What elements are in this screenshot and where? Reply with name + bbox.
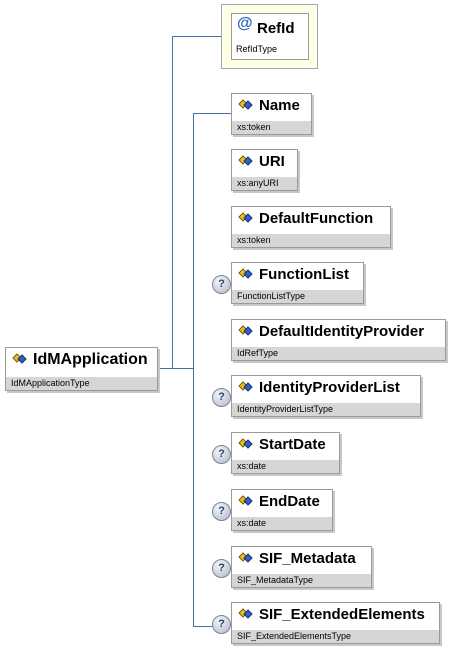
attribute-at-icon: @ [237, 15, 253, 32]
element-type: xs:token [232, 121, 311, 134]
element-name: EndDate [259, 493, 320, 510]
optional-question-icon: ? [212, 502, 231, 521]
element-name: StartDate [259, 436, 326, 453]
connector-attribute [156, 36, 221, 369]
optional-question-icon: ? [212, 445, 231, 464]
element-name: IdentityProviderList [259, 379, 400, 396]
element-enddate[interactable]: EndDate xs:date [231, 489, 333, 531]
attribute-name: RefId [257, 20, 295, 37]
element-type: IdentityProviderListType [232, 403, 420, 416]
element-diamond-icon [238, 325, 253, 336]
element-diamond-icon [238, 155, 253, 166]
element-diamond-icon [238, 268, 253, 279]
root-element[interactable]: IdMApplication IdMApplicationType [5, 347, 158, 391]
element-type: xs:date [232, 517, 332, 530]
element-type: xs:anyURI [232, 177, 297, 190]
attribute-refid[interactable]: @ RefId RefIdType [231, 13, 309, 60]
element-type: xs:token [232, 234, 390, 247]
element-type: xs:date [232, 460, 339, 473]
element-type: SIF_ExtendedElementsType [232, 630, 439, 643]
optional-question-icon: ? [212, 388, 231, 407]
element-diamond-icon [12, 353, 27, 364]
element-diamond-icon [238, 438, 253, 449]
element-type: FunctionListType [232, 290, 363, 303]
element-name: SIF_Metadata [259, 550, 356, 567]
element-name: URI [259, 153, 285, 170]
optional-question-icon: ? [212, 275, 231, 294]
element-type: IdRefType [232, 347, 445, 360]
root-type: IdMApplicationType [6, 377, 157, 390]
element-diamond-icon [238, 381, 253, 392]
connector-sequence-end [193, 368, 212, 627]
optional-question-icon: ? [212, 559, 231, 578]
element-uri[interactable]: URI xs:anyURI [231, 149, 298, 191]
connector-sequence [156, 113, 231, 369]
element-name: SIF_ExtendedElements [259, 606, 425, 623]
element-diamond-icon [238, 495, 253, 506]
element-diamond-icon [238, 552, 253, 563]
element-defaultfunction[interactable]: DefaultFunction xs:token [231, 206, 391, 248]
element-startdate[interactable]: StartDate xs:date [231, 432, 340, 474]
root-name: IdMApplication [33, 351, 148, 368]
attribute-type: RefIdType [236, 44, 278, 54]
optional-question-icon: ? [212, 615, 231, 634]
element-type: SIF_MetadataType [232, 574, 371, 587]
element-diamond-icon [238, 99, 253, 110]
element-diamond-icon [238, 212, 253, 223]
element-name: FunctionList [259, 266, 349, 283]
attribute-group: @ RefId RefIdType [221, 4, 318, 69]
element-name: DefaultFunction [259, 210, 374, 227]
element-name: Name [259, 97, 300, 114]
element-diamond-icon [238, 608, 253, 619]
element-name: DefaultIdentityProvider [259, 323, 425, 340]
element-name[interactable]: Name xs:token [231, 93, 312, 135]
